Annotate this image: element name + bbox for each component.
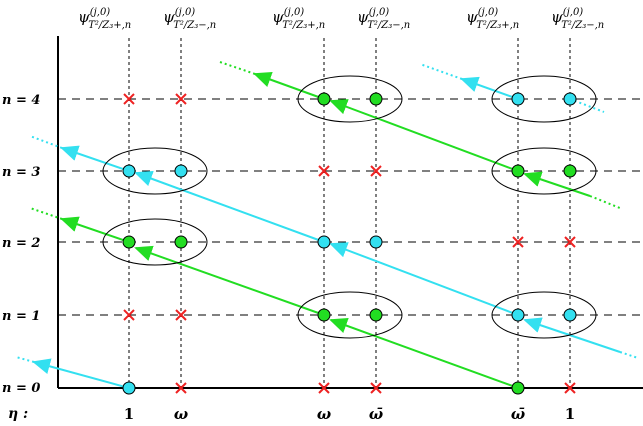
column-header-1: ψ(j,0)T²/Z₃+,n [78, 7, 131, 31]
cyan-arrow-1 [32, 358, 130, 389]
eta-value-1: 1 [124, 405, 134, 423]
column-header-6: ψ(j,0)T²/Z₃−,n [551, 7, 604, 31]
green-arrow-5-dots [219, 61, 256, 75]
green-arrow-2 [134, 245, 325, 316]
cyan-dot-n4-c5 [511, 92, 525, 106]
green-arrow-3-dots [29, 207, 63, 220]
green-dot-n0-c5 [511, 381, 525, 395]
cyan-dot-n3-c1 [122, 164, 136, 178]
cyan-arrow-6 [460, 76, 519, 100]
green-arrow-1 [329, 317, 519, 389]
green-dot-n3-c5 [511, 164, 525, 178]
row-labels: n = 4 n = 3 n = 2 n = 1 n = 0 [2, 93, 40, 396]
green-arrow-4 [329, 99, 519, 172]
absent-crosses [123, 93, 576, 394]
state-ellipses [102, 75, 597, 339]
column-header-3: ψ(j,0)T²/Z₃+,n [272, 7, 325, 31]
eta-values: 1 ω ω ω̄ ω̄ 1 [124, 405, 575, 423]
eta-value-5: ω̄ [511, 405, 525, 423]
green-arrow-3 [60, 216, 130, 243]
column-header-5: ψ(j,0)T²/Z₃+,n [466, 7, 519, 31]
column-header-2: ψ(j,0)T²/Z₃−,n [163, 7, 216, 31]
cross-n3-c4 [370, 165, 382, 177]
green-dot-n2-c1 [122, 235, 136, 249]
cyan-arrow-2 [134, 171, 325, 243]
green-dot-n4-c3 [317, 92, 331, 106]
ellipse-n1-mid [297, 291, 403, 339]
cyan-dot-n1-c5 [511, 308, 525, 322]
cyan-arrow-3 [60, 145, 130, 172]
cross-n0-c2 [175, 382, 187, 394]
eta-value-6: 1 [565, 405, 575, 423]
cross-n0-c3 [318, 382, 330, 394]
cyan-dot-n4-c6 [563, 92, 577, 106]
cross-n4-c1 [123, 93, 135, 105]
cross-n2-c6 [564, 236, 576, 248]
cyan-arrow-1-dots [15, 356, 35, 363]
green-dot-n1-c4 [369, 308, 383, 322]
cross-n3-c3 [318, 165, 330, 177]
cyan-dot-n3-c2 [174, 164, 188, 178]
cyan-arrows [15, 63, 639, 389]
cyan-arrow-6-dots [419, 63, 463, 80]
row-label-n2: n = 2 [2, 236, 40, 251]
green-dot-n1-c3 [317, 308, 331, 322]
ellipse-n4-mid [297, 75, 403, 123]
cross-n1-c1 [123, 309, 135, 321]
cyan-dot-n2-c4 [369, 235, 383, 249]
level-lines [58, 98, 643, 316]
ellipse-n3-right [491, 147, 597, 195]
row-label-n4: n = 4 [2, 93, 40, 108]
ellipse-n2-left [102, 218, 208, 266]
eta-value-2: ω [174, 405, 188, 423]
ellipse-n3-left [102, 147, 208, 195]
ellipse-n4-right [491, 75, 597, 123]
green-dot-n2-c2 [174, 235, 188, 249]
cyan-arrow-3-dots [29, 135, 63, 149]
column-lines [128, 38, 571, 388]
eta-value-4: ω̄ [369, 405, 383, 423]
cross-n0-c4 [370, 382, 382, 394]
column-headers: ψ(j,0)T²/Z₃+,n ψ(j,0)T²/Z₃−,n ψ(j,0)T²/Z… [78, 7, 604, 31]
column-header-4: ψ(j,0)T²/Z₃−,n [357, 7, 410, 31]
ellipse-n1-right [491, 291, 597, 339]
green-dot-n3-c6 [563, 164, 577, 178]
cyan-arrow-4 [329, 242, 519, 316]
row-label-n0: n = 0 [2, 381, 40, 396]
cross-n0-c6 [564, 382, 576, 394]
cyan-dot-n2-c3 [317, 235, 331, 249]
row-label-n1: n = 1 [2, 309, 40, 324]
green-arrow-6 [523, 171, 591, 197]
cross-n4-c2 [175, 93, 187, 105]
cross-n2-c5 [512, 236, 524, 248]
cross-n1-c2 [175, 309, 187, 321]
green-arrow-5 [253, 71, 325, 100]
green-dot-n4-c4 [369, 92, 383, 106]
eta-value-3: ω [317, 405, 331, 423]
cyan-dot-n1-c6 [563, 308, 577, 322]
cyan-dots [122, 92, 577, 395]
cyan-arrow-5 [523, 317, 621, 353]
green-arrows [29, 61, 621, 389]
cyan-dot-n0-c1 [122, 381, 136, 395]
row-label-n3: n = 3 [2, 165, 40, 180]
green-arrow-6-dots [589, 195, 621, 209]
cyan-arrow-5-dots [619, 351, 639, 359]
green-dots [122, 92, 577, 395]
eta-label: η : [8, 406, 28, 422]
